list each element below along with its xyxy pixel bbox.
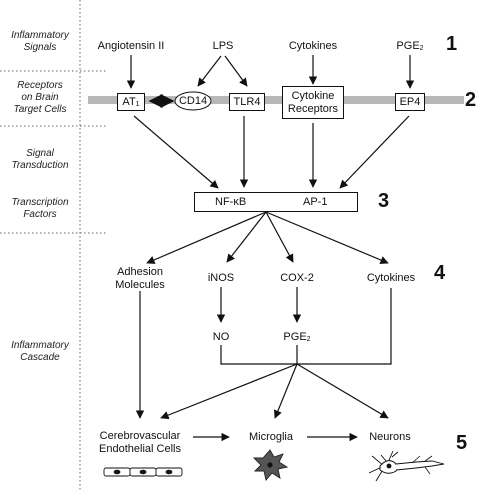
step-number: 4: [434, 262, 446, 284]
label-signal-transduction: Signal Transduction: [11, 148, 69, 171]
neurons-label: Neurons: [369, 431, 411, 443]
label-inflammatory-signals: Inflammatory Signals: [11, 30, 69, 53]
arrow: [160, 363, 298, 420]
label-receptors: Receptors on Brain Target Cells: [13, 80, 67, 115]
endothelial-cells-label: Cerebrovascular Endothelial Cells: [99, 430, 181, 455]
arrow: [197, 55, 222, 87]
step-number: 3: [378, 190, 390, 212]
ep4-receptor: EP4: [395, 93, 425, 111]
arrow: [296, 363, 389, 419]
step-number: 5: [456, 432, 468, 454]
pge2-signal-label: PGE2: [396, 40, 424, 52]
ap1-label: AP-1: [303, 196, 328, 208]
tlr4-receptor: TLR4: [229, 93, 265, 111]
at1-receptor: AT1: [117, 93, 145, 111]
no-label: NO: [212, 331, 230, 343]
neuron-icon: [368, 450, 445, 482]
cd14-ellipse: [174, 91, 212, 111]
adhesion-molecules-label: Adhesion Molecules: [115, 266, 165, 291]
label-transcription-factors: Transcription Factors: [11, 197, 69, 220]
label-inflammatory-cascade: Inflammatory Cascade: [11, 340, 69, 363]
pge2-cascade-label: PGE2: [283, 331, 311, 343]
endothelial-cells-icon: [103, 467, 183, 477]
cytokine-receptors-box: Cytokine Receptors: [282, 86, 344, 119]
arrow: [224, 55, 248, 87]
collector-line: [220, 288, 392, 365]
microglia-label: Microglia: [248, 431, 293, 443]
step-number: 1: [446, 33, 458, 55]
arrow: [265, 211, 389, 264]
angiotensin-label: Angiotensin II: [97, 40, 165, 52]
transcription-factor-box: NF-κB AP-1: [194, 192, 358, 212]
cytokines-signal-label: Cytokines: [288, 40, 338, 52]
arrow: [133, 115, 219, 189]
arrow: [339, 115, 410, 189]
cox2-label: COX-2: [280, 272, 314, 284]
step-number: 2: [465, 89, 477, 111]
arrow: [273, 363, 298, 419]
lps-label: LPS: [212, 40, 234, 52]
arrow: [226, 211, 267, 263]
arrow: [265, 211, 294, 263]
microglia-icon: [252, 449, 289, 481]
nfkb-label: NF-κB: [215, 196, 247, 208]
cd14-label: CD14: [178, 95, 208, 107]
inos-label: iNOS: [207, 272, 235, 284]
arrow: [146, 211, 267, 264]
cell-membrane: [88, 96, 464, 104]
cytokines-cascade-label: Cytokines: [366, 272, 416, 284]
